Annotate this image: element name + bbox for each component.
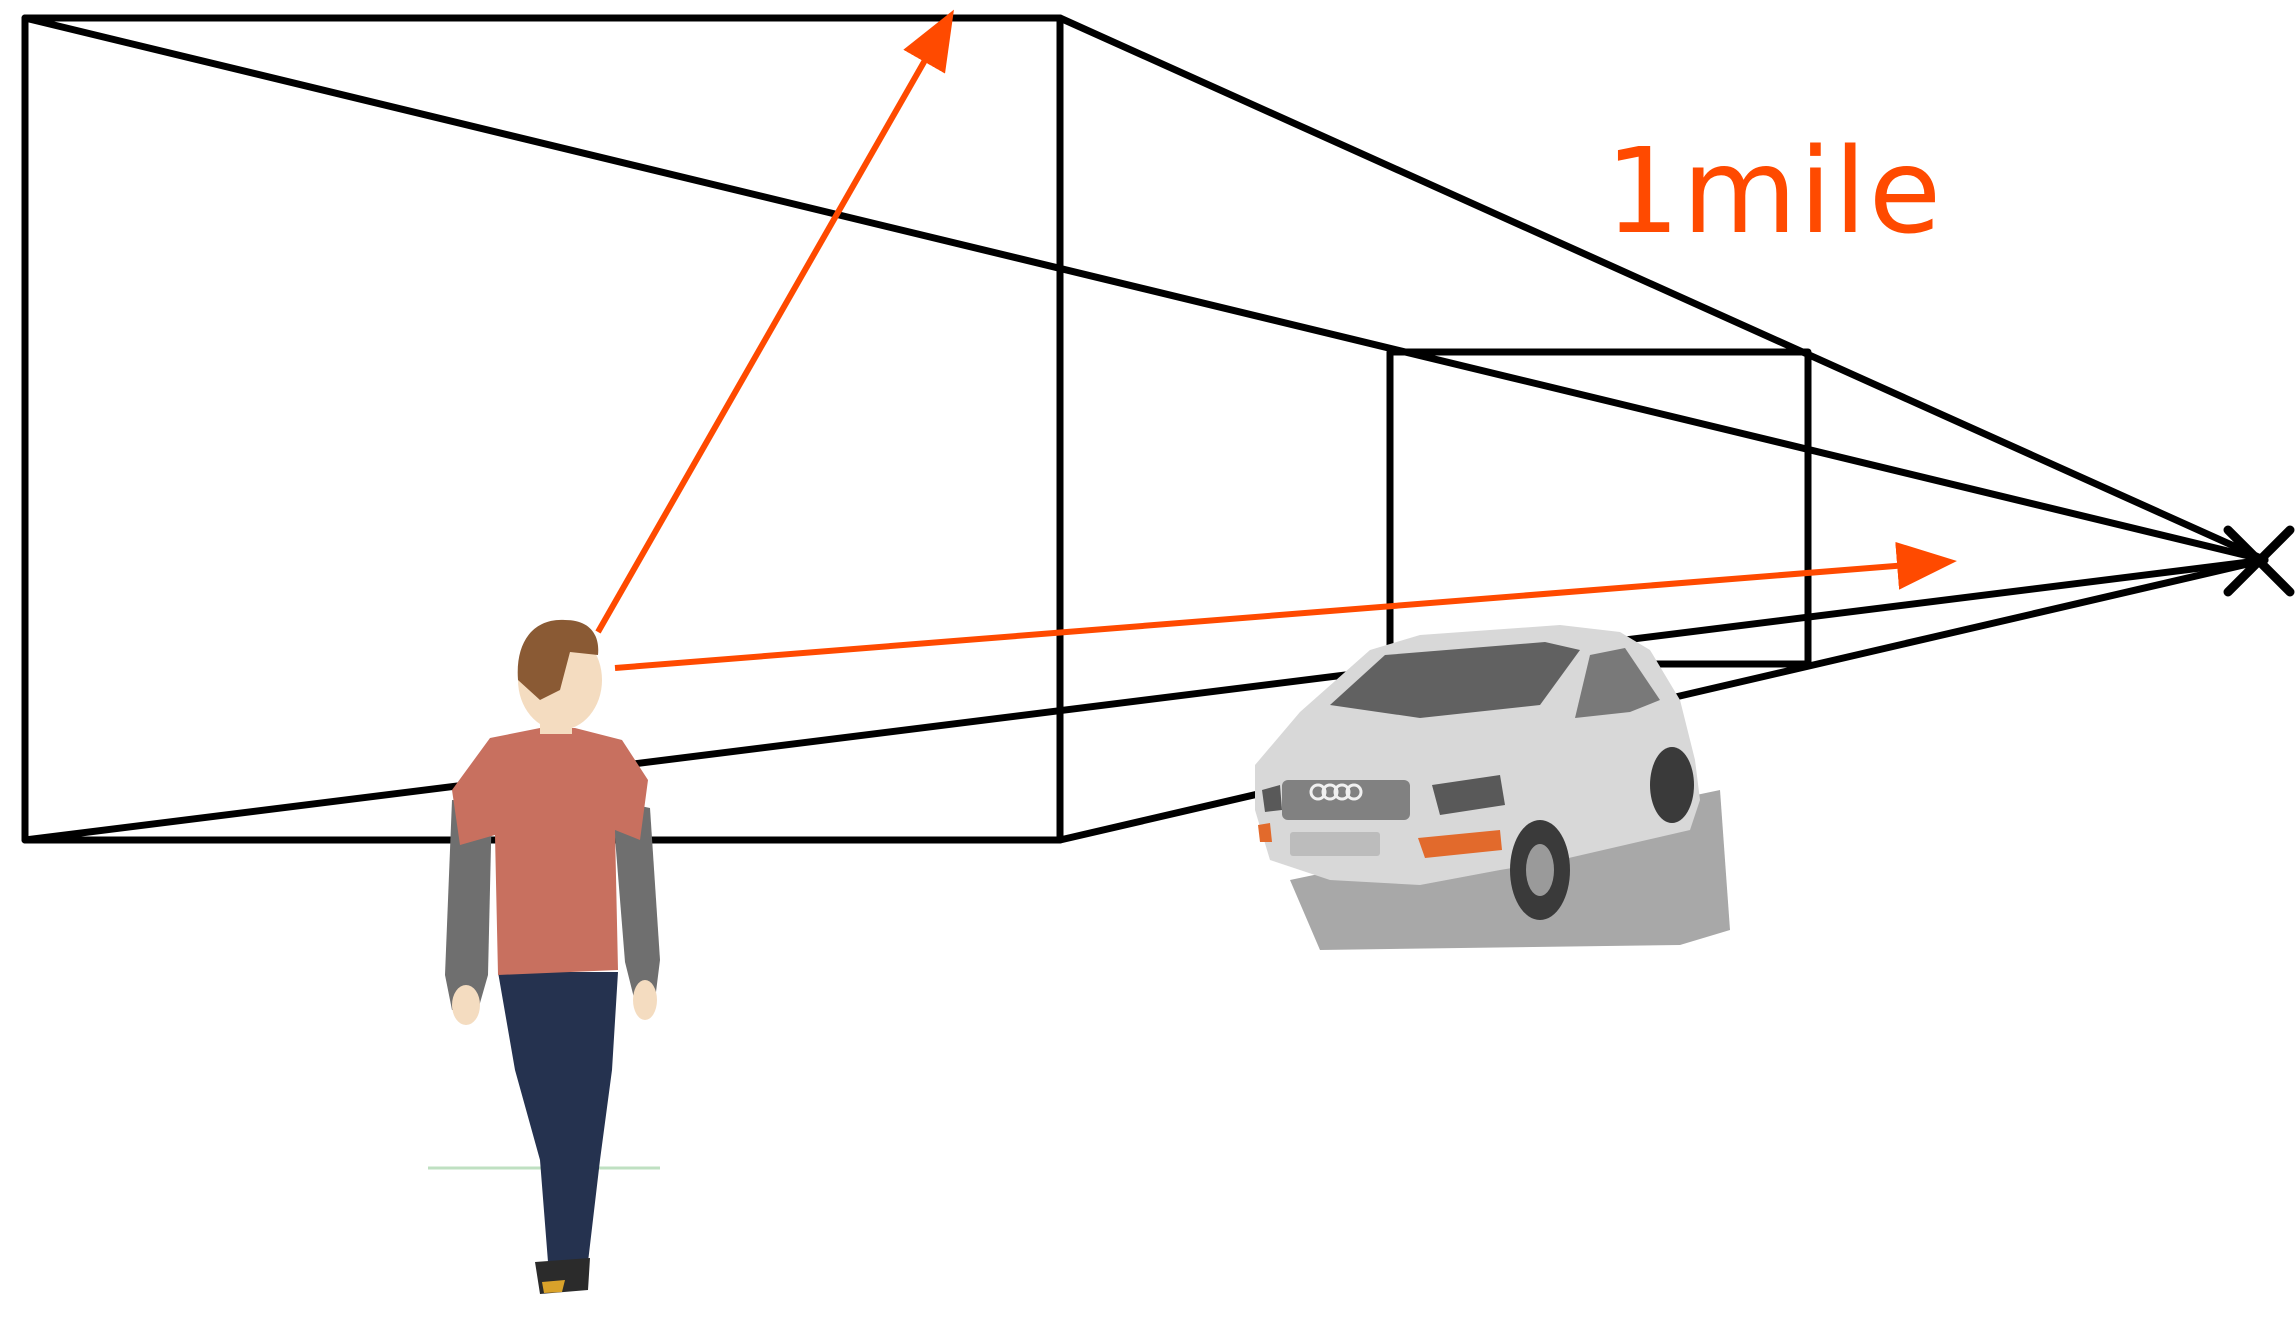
person-jeans <box>498 972 618 1262</box>
person-left-arm <box>445 800 492 1010</box>
person-shirt <box>452 728 648 975</box>
person-right-arm <box>612 800 660 1002</box>
car-headlight-right <box>1432 775 1505 815</box>
car-hubcap <box>1526 844 1554 896</box>
car-indicator-right <box>1418 830 1502 858</box>
top-left-diagonal <box>21 14 2269 564</box>
bottom-left-diagonal <box>21 556 2269 844</box>
person-right-hand <box>633 980 657 1020</box>
vanishing-point-cross-icon <box>2223 525 2295 597</box>
distance-label: 1mile <box>1605 122 1944 260</box>
car-side-window <box>1575 648 1660 718</box>
car-grille <box>1282 780 1410 820</box>
person-left-hand <box>452 985 480 1025</box>
car-indicator-left <box>1258 823 1272 842</box>
perspective-lines <box>21 14 2295 844</box>
car-headlight-left <box>1262 785 1282 812</box>
horizontal-sight-arrow <box>614 541 1957 671</box>
walking-person-icon <box>445 619 660 1294</box>
sight-arrows <box>595 9 1957 671</box>
car-windshield <box>1330 642 1580 718</box>
car-license-plate <box>1290 832 1380 856</box>
person-shoe-accent <box>542 1280 565 1293</box>
person-hair <box>517 619 599 700</box>
hatchback-car-icon <box>1255 625 1730 950</box>
top-right-diagonal <box>1056 14 2269 564</box>
car-logo-rings <box>1309 783 1363 801</box>
car-wheel-rear <box>1650 747 1694 823</box>
upward-sight-arrow <box>595 9 954 634</box>
